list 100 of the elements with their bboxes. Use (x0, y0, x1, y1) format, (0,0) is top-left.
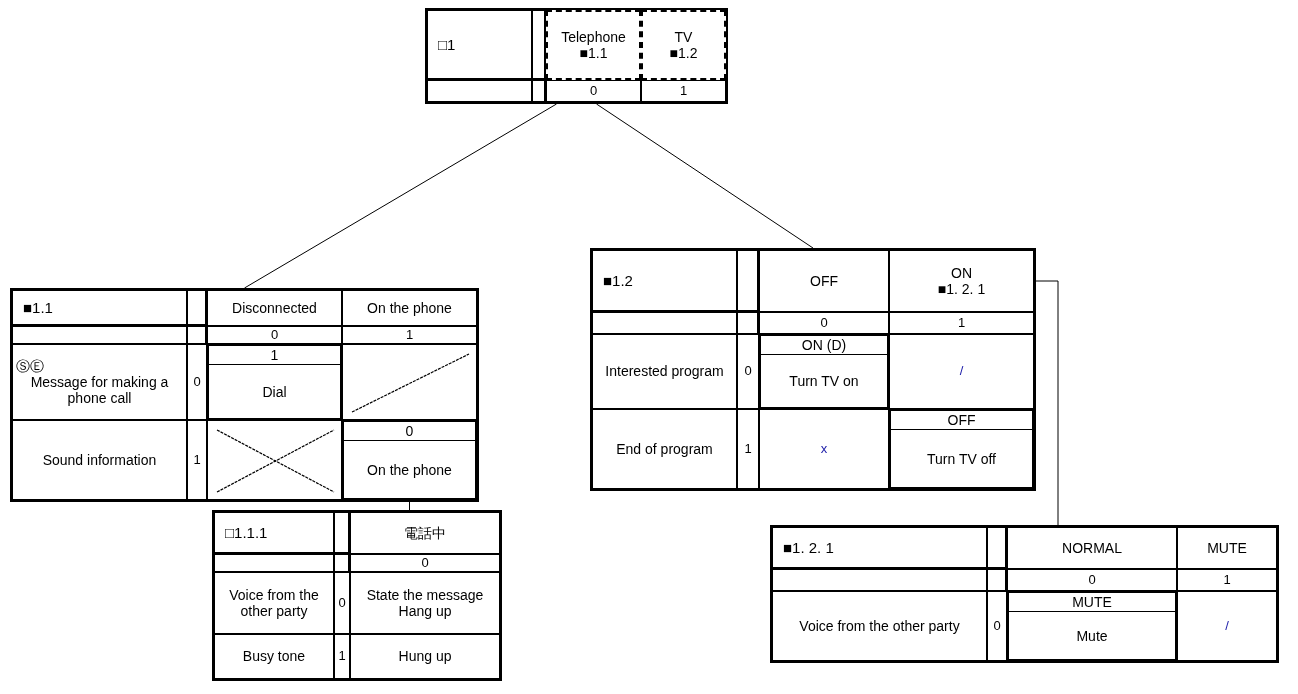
no-transition-mark: x (820, 441, 828, 457)
index-number: 1 (1223, 572, 1231, 588)
index-cell (546, 80, 641, 102)
event-cell (214, 634, 334, 679)
index-number: 1 (957, 315, 966, 331)
event-label: Sound information (42, 451, 157, 469)
event-label: Interested program (605, 363, 724, 380)
event-cell (12, 420, 187, 500)
event-cell (592, 334, 737, 409)
index-number: 0 (589, 83, 598, 99)
next-state: 1 (209, 346, 340, 366)
no-transition-mark: / (959, 364, 964, 379)
sub-table-ref: ■1. 2. 1 (937, 281, 986, 298)
index-cell (342, 326, 477, 344)
index-cell (350, 554, 500, 572)
state-name: ON (951, 264, 972, 281)
event-label: Busy tone (242, 648, 306, 665)
table-title: □1.1.1 (225, 524, 268, 541)
index-number: 0 (270, 327, 279, 343)
action-label: State the message (366, 586, 484, 603)
index-cell (334, 634, 350, 679)
transition-cell (889, 409, 1034, 489)
index-number: 0 (820, 315, 828, 331)
action-label: Hang up (398, 603, 452, 620)
next-state: MUTE (1009, 593, 1175, 613)
transition-cell (1177, 591, 1277, 661)
action-label: Dial (262, 383, 287, 400)
action-label: Turn TV off (927, 450, 996, 467)
index-number: 1 (744, 441, 752, 457)
table-title: ■1.2 (603, 272, 633, 289)
table-title: □1 (438, 36, 456, 53)
state-header (546, 10, 641, 80)
index-cell (1007, 569, 1177, 591)
state-header (350, 512, 500, 554)
state-header (641, 10, 726, 80)
transition-cell (1007, 591, 1177, 661)
state-header (207, 290, 342, 326)
state-table (212, 510, 502, 681)
state-table (770, 525, 1279, 663)
transition-cell (207, 344, 342, 420)
state-name: OFF (810, 272, 838, 290)
index-cell (187, 420, 207, 500)
index-cell (737, 409, 759, 489)
connector-line (244, 103, 557, 289)
next-state: 0 (344, 422, 475, 442)
state-header (759, 250, 889, 312)
start-end-marks: ⓈⒺ (15, 357, 44, 374)
action-cell (350, 572, 500, 634)
index-number: 1 (193, 452, 201, 468)
index-cell (641, 80, 726, 102)
transition-cell (759, 334, 889, 409)
state-header (1007, 527, 1177, 569)
event-cell (592, 409, 737, 489)
state-name: TV (674, 28, 693, 45)
index-number: 0 (1088, 572, 1096, 588)
transition-cell (889, 334, 1034, 409)
event-cell (12, 344, 187, 420)
index-cell (987, 591, 1007, 661)
transition-cell (759, 409, 889, 489)
transition-cell (342, 420, 477, 500)
index-number: 1 (338, 649, 346, 664)
state-name: NORMAL (1062, 539, 1122, 557)
event-label: Voice from the other party (228, 586, 320, 620)
event-label: Message for making a phone call (29, 373, 170, 407)
state-table (425, 8, 728, 104)
index-number: 0 (421, 555, 429, 571)
connector-line (1033, 280, 1059, 526)
event-label: End of program (616, 440, 713, 458)
index-cell (759, 312, 889, 334)
index-cell (1177, 569, 1277, 591)
index-number: 0 (193, 374, 201, 390)
index-cell (737, 334, 759, 409)
state-name: Telephone (561, 28, 626, 45)
next-state: OFF (891, 411, 1032, 431)
index-number: 0 (744, 364, 752, 379)
state-header (342, 290, 477, 326)
index-cell (207, 326, 342, 344)
action-cell (350, 634, 500, 679)
connector-line (596, 103, 814, 249)
action-label: On the phone (367, 461, 452, 478)
index-number: 0 (993, 618, 1001, 634)
state-header (889, 250, 1034, 312)
action-label: Turn TV on (789, 373, 859, 390)
table-title: ■1. 2. 1 (783, 539, 834, 556)
index-cell (889, 312, 1034, 334)
state-table (590, 248, 1036, 491)
next-state: ON (D) (761, 336, 887, 356)
no-transition-mark: / (1225, 618, 1229, 634)
table-title: ■1.1 (23, 299, 53, 316)
state-name: 電話中 (404, 524, 446, 542)
event-label: Voice from the other party (799, 617, 960, 635)
event-cell (214, 572, 334, 634)
index-cell (187, 344, 207, 420)
event-cell (772, 591, 987, 661)
state-name: MUTE (1207, 539, 1247, 557)
state-table (10, 288, 479, 502)
state-name: Disconnected (232, 299, 317, 317)
index-number: 0 (338, 595, 346, 611)
state-header (1177, 527, 1277, 569)
index-number: 1 (405, 327, 414, 343)
